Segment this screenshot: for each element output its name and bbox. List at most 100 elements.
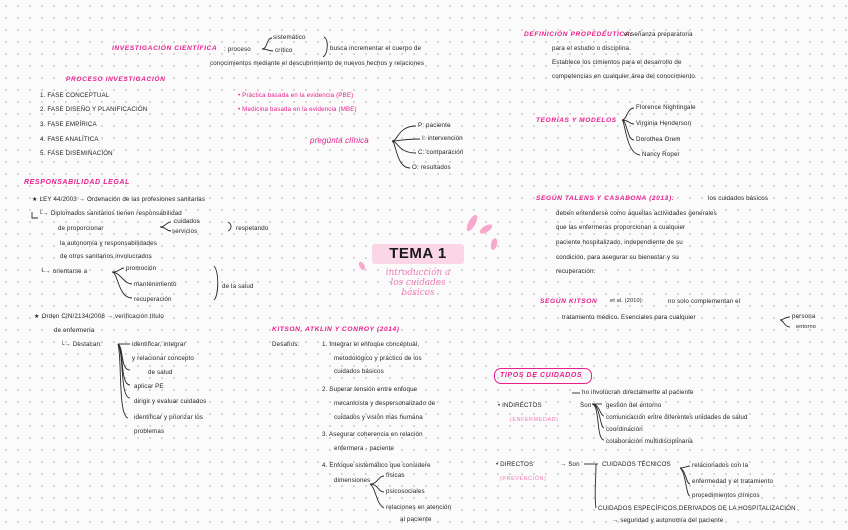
destacan-line: └→ Destacan: — [60, 341, 102, 348]
destacan-item: y relacionar concepto — [132, 355, 194, 362]
desafio-line: enfermera - paciente — [334, 445, 395, 452]
talens-line: recuperación. — [556, 268, 596, 275]
diplomados-line: └→ Diplomados sanitarios tienen responsa… — [38, 210, 182, 217]
respetando-word: respetando — [236, 225, 269, 232]
proceso-step: 4. FASE ANALÍTICA — [40, 136, 99, 143]
cuidados-tecnicos: CUIDADOS TÉCNICOS — [602, 461, 671, 468]
proceso-step: 3. FASE EMPÍRICA — [40, 121, 97, 128]
definicion-line: Establece los cimientos para el desarrol… — [552, 59, 682, 66]
son-word: Son — [580, 402, 592, 409]
definicion-line: para el estudio o disciplina. — [552, 45, 631, 52]
indirecto-item: comunicación entre diferentes unidades d… — [606, 414, 748, 421]
persona-word: persona — [792, 313, 816, 320]
desafio-line: 2. Superar tensión entre enfoque — [322, 386, 418, 393]
indirecto-item: coordinación — [606, 426, 643, 433]
destacan-item: aplicar PE — [134, 383, 164, 390]
dimension-item: físicas — [386, 472, 405, 479]
pico-item: I: intervención — [422, 135, 463, 142]
desafio-line: 1. Integrar el enfoque conceptual, — [322, 341, 420, 348]
no-involucran-text: no involucran directamente al paciente — [582, 389, 694, 396]
evidencia-pbe: • Práctica basada en la evidencia (PBE) — [238, 92, 354, 99]
recuperacion-word: recuperación — [134, 296, 172, 303]
destacan-item: dirigir y evaluar cuidados — [134, 398, 207, 405]
desafio-line: 3. Asegurar coherencia en relación — [322, 431, 423, 438]
tecnicos-item: relacionados con la — [692, 462, 749, 469]
pico-item: O: resultados — [412, 164, 451, 171]
title-highlight — [372, 244, 464, 264]
desafio-line: mecanicista y despersonalizado de — [334, 400, 436, 407]
kitson-2010-line2: tratamiento médico. Esenciales para cual… — [562, 314, 696, 321]
tipos-heading-box — [494, 368, 592, 384]
tecnicos-item: procedimientos clínicos — [692, 492, 760, 499]
servicios-word: servicios — [172, 228, 198, 235]
orientarse-line: └→ orientarse a — [40, 268, 88, 275]
proceso-heading: PROCESO INVESTIGACIÓN — [66, 76, 166, 83]
teorias-author: Florence Nightingale — [636, 104, 696, 111]
talens-heading: SEGÚN TALENS Y CASABONA (2013): — [536, 195, 675, 202]
pico-item: C: comparación — [418, 149, 464, 156]
dimension-item: al paciente — [400, 516, 432, 523]
investigacion-proceso: : proceso — [224, 46, 251, 53]
subtitle-line: introducción a — [385, 268, 451, 278]
otros-line: de otros sanitarios involucrados — [60, 253, 152, 260]
talens-line: paciente hospitalizado, independiente de… — [556, 239, 683, 246]
subtitle-line: básicos — [401, 288, 435, 298]
proceso-step: 5. FASE DISEMINACIÓN — [40, 150, 113, 157]
indirecto-item: colaboración multidisciplinaria — [606, 438, 693, 445]
directos-sub: (PREVENCIÓN) — [500, 476, 547, 482]
kitson-2010-heading: SEGÚN KITSON — [540, 298, 598, 305]
teorias-author: Virginia Henderson — [636, 120, 692, 127]
kitson-2010-year: et al. (2010): — [610, 298, 644, 304]
teorias-heading: TEORÍAS Y MODELOS — [536, 117, 617, 124]
destacan-item: identificar, integrar — [132, 341, 186, 348]
desafio-line: cuidados y visión más humana — [334, 414, 423, 421]
investigacion-line1: busca incrementar el cuerpo de — [330, 45, 422, 52]
tecnicos-item: enfermedad y el tratamiento — [692, 478, 774, 485]
enfermeria-line: de enfermería — [54, 327, 95, 334]
desafios-label: Desafíos: — [272, 341, 300, 348]
definicion-line: competencias en cualquier área del conoc… — [552, 73, 697, 80]
proceso-step: 2. FASE DISEÑO Y PLANIFICACIÓN — [40, 106, 148, 113]
definicion-line: enseñanza preparatoria — [624, 31, 693, 38]
subtitle-line: los cuidados — [390, 278, 446, 288]
desafio-line: dimensiones — [334, 477, 371, 484]
talens-line: los cuidados básicos — [708, 195, 769, 202]
talens-line: que las enfermeras proporcionan a cualqu… — [556, 224, 686, 231]
desafio-line: metodológico y práctico de los — [334, 355, 422, 362]
salud-word: de la salud — [222, 283, 254, 290]
cuidados-especificos: CUIDADOS ESPECÍFICOS DERIVADOS DE LA HOS… — [598, 505, 796, 512]
directos-label: • DIRECTOS — [496, 461, 534, 468]
pregunta-clinica-label: pregunta clínica — [310, 136, 369, 145]
pico-item: P: paciente — [418, 122, 451, 129]
page-subtitle: introducción a los cuidados básicos — [352, 268, 484, 298]
entorno-word: entorno — [796, 324, 817, 330]
indirecto-item: gestión del entorno — [606, 402, 662, 409]
teorias-author: Dorothea Orem — [636, 136, 681, 143]
proporcionar-line: de proporcionar — [58, 225, 104, 232]
investigacion-line2: conocimientos mediante el descubrimiento… — [210, 60, 425, 67]
dimension-item: psicosociales — [386, 488, 425, 495]
ley-line: ★ LEY 44/2003 → Ordenación de las profes… — [32, 196, 206, 203]
responsabilidad-heading: RESPONSABILIDAD LEGAL — [24, 179, 130, 186]
page-title: TEMA 1 — [389, 245, 447, 262]
kitson-atkin-heading: KITSON, ATKLIN Y CONROY (2014) — [272, 326, 400, 333]
autonomia-line: la autonomía y responsabilidades — [60, 240, 157, 247]
destacan-item: problemas — [134, 428, 165, 435]
talens-line: condición, para asegurar su bienestar y … — [556, 254, 679, 261]
investigacion-critico: crítico — [275, 47, 293, 54]
destacan-item: identificar y priorizar los — [134, 414, 204, 421]
destacan-item: de salud — [148, 369, 173, 376]
desafio-line: 4. Enfoque sistemático que considere — [322, 462, 431, 469]
indirectos-sub: (ENFERMEDAD) — [510, 417, 559, 423]
cuidados-word: cuidados — [174, 218, 200, 225]
promocion-word: promoción — [126, 265, 157, 272]
orden-line: ★ Orden CIN/2134/2008 → verificación tít… — [34, 313, 164, 320]
talens-line: deben entenderse como aquellas actividad… — [556, 210, 717, 217]
evidencia-mbe: • Medicina basada en la evidencia (MBE) — [238, 106, 357, 113]
proceso-step: 1. FASE CONCEPTUAL — [40, 92, 110, 99]
investigacion-heading: INVESTIGACIÓN CIENTÍFICA — [112, 45, 218, 52]
mantenimiento-word: mantenimiento — [134, 281, 177, 288]
seguridad-line: → seguridad y autonomía del paciente — [612, 517, 724, 524]
tipos-heading: TIPOS DE CUIDADOS — [500, 372, 583, 379]
indirectos-label: • INDIRECTOS — [498, 402, 542, 409]
